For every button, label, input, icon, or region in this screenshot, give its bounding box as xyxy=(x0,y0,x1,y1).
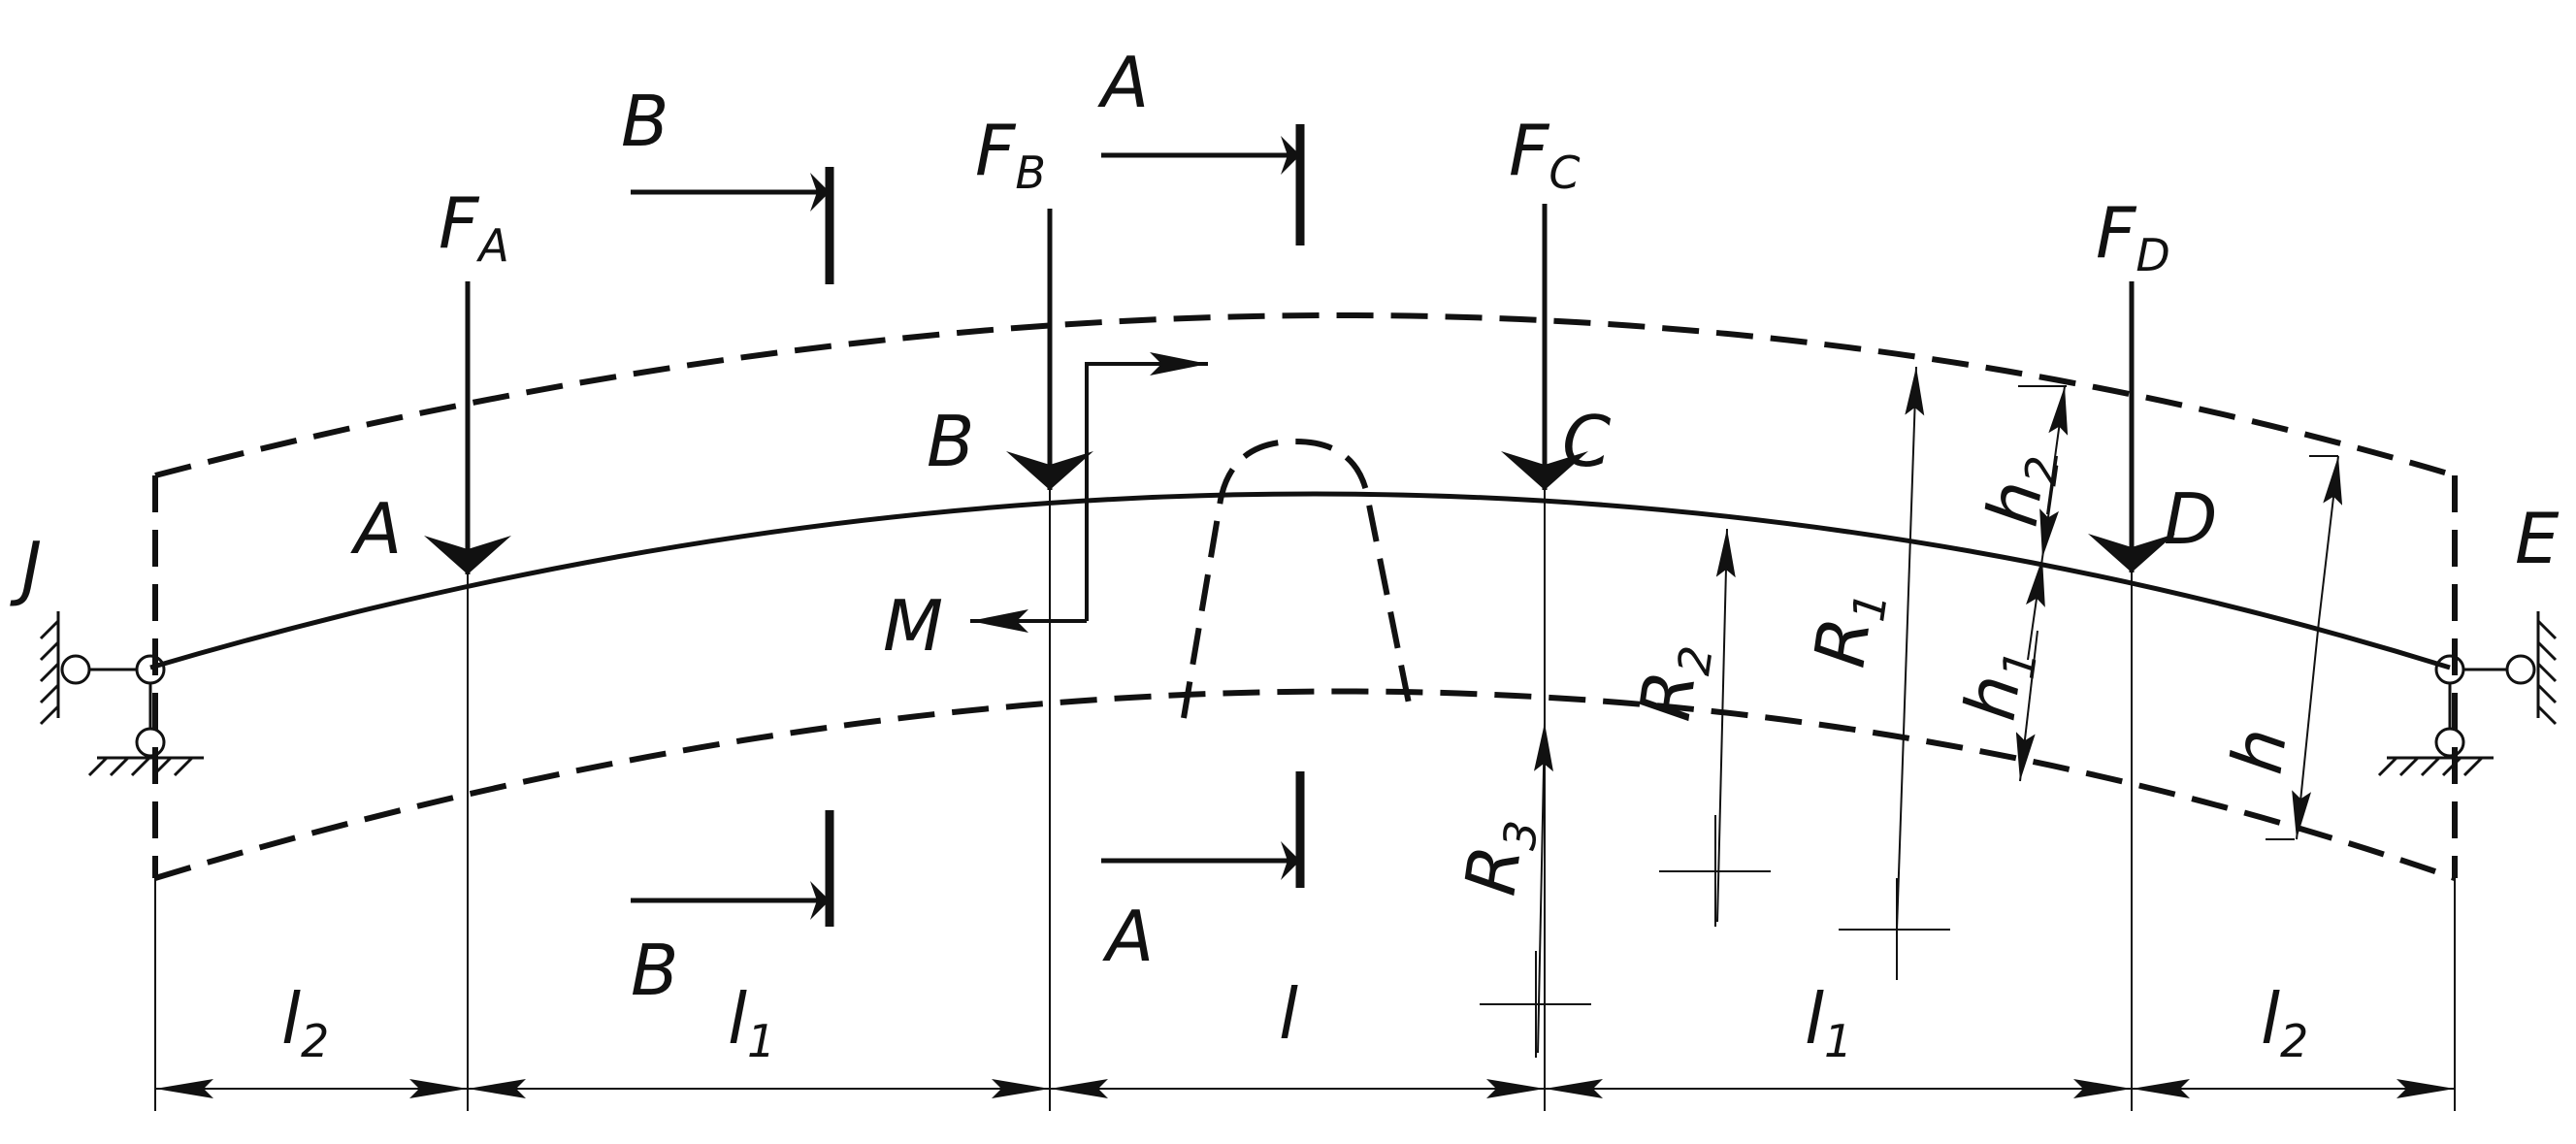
span-label-right-inner: l1 xyxy=(1805,978,1852,1067)
right-ground-hatch xyxy=(2377,756,2484,777)
height-h1-arrow-up xyxy=(2026,557,2045,661)
section-markers xyxy=(631,124,1305,927)
left-pin-bottom xyxy=(135,727,166,758)
span-label-right-outer: l2 xyxy=(2261,978,2308,1067)
right-pin-top xyxy=(2434,654,2465,685)
point-label-c: C xyxy=(1562,401,1612,482)
height-h-arrow-down xyxy=(2292,620,2320,840)
section-label-b-bottom: B xyxy=(631,930,678,1011)
span-label-middle: l xyxy=(1279,973,1298,1055)
left-pin-top xyxy=(135,654,166,685)
force-label-d: FD xyxy=(2096,192,2170,281)
point-label-b: B xyxy=(927,401,974,482)
point-label-a: A xyxy=(350,488,402,570)
support-label-right: E xyxy=(2515,498,2560,579)
height-label-h1: h1 xyxy=(1949,641,2048,726)
radius-label-r2: R2 xyxy=(1624,637,1723,726)
left-wall-hatch xyxy=(39,619,60,726)
span-label-left-inner: l1 xyxy=(728,978,775,1067)
height-label-h2: h2 xyxy=(1972,447,2071,532)
reference-lines xyxy=(154,388,2456,1111)
moment-label: M xyxy=(883,585,943,667)
height-label-h: h xyxy=(2216,723,2303,778)
force-label-c: FC xyxy=(1509,110,1581,199)
support-label-left: J xyxy=(10,527,42,608)
height-dimensions xyxy=(2015,385,2343,840)
left-pin-side xyxy=(60,654,91,685)
radius-lines xyxy=(1480,366,1950,1058)
force-label-b: FB xyxy=(975,110,1046,199)
cross-section-outline xyxy=(1181,438,1415,719)
height-h-arrow-up xyxy=(2318,455,2343,622)
right-support xyxy=(2377,611,2558,777)
left-ground-hatch xyxy=(87,756,194,777)
span-label-left-outer: l2 xyxy=(281,978,329,1067)
right-wall-hatch xyxy=(2536,619,2558,726)
radius-r1-line xyxy=(1896,366,1925,931)
section-label-a-bottom: A xyxy=(1102,896,1154,977)
height-h2-arrow-up xyxy=(2046,385,2069,515)
moment-symbol xyxy=(970,352,1208,633)
radius-label-r1: R1 xyxy=(1799,584,1898,672)
height-h1-arrow-down xyxy=(2015,630,2038,782)
height-h2-arrow-down xyxy=(2039,455,2059,559)
beam-bottom-edge xyxy=(154,688,2456,881)
force-label-a: FA xyxy=(439,182,509,272)
beam-top-edge xyxy=(154,312,2456,478)
force-arrows xyxy=(424,204,2175,574)
beam-outline xyxy=(152,312,2458,881)
left-support xyxy=(39,611,204,777)
radius-r2-line xyxy=(1715,528,1736,923)
neutral-axis xyxy=(149,491,2451,670)
radius-label-r3: R3 xyxy=(1450,812,1549,900)
right-pin-side xyxy=(2505,654,2536,685)
section-label-b-top: B xyxy=(621,81,668,162)
moment-arrow-path xyxy=(1085,352,1208,621)
point-label-d: D xyxy=(2164,478,2217,560)
right-pin-bottom xyxy=(2434,727,2465,758)
section-label-a-top: A xyxy=(1097,42,1149,123)
radius-r3-line xyxy=(1533,722,1553,1054)
